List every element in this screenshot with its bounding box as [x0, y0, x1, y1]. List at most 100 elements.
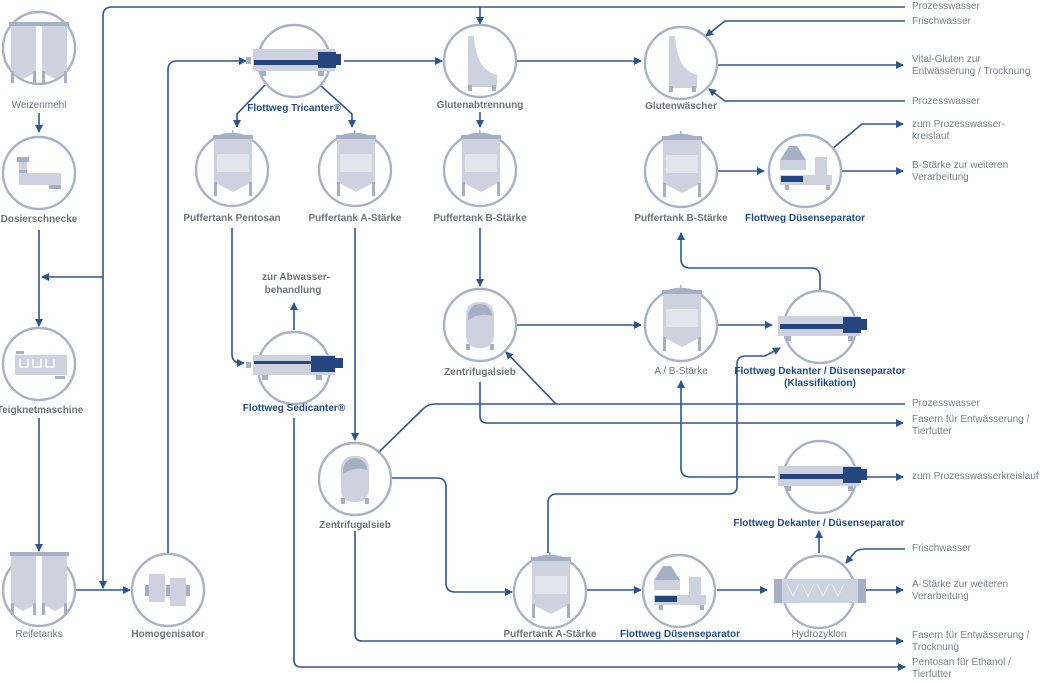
output-pentosan: Pentosan für Ethanol /Tierfutter: [912, 657, 1011, 680]
flow-a-staerke2-dekanter-klass: [547, 347, 781, 553]
node-puffertank-a-staerke-1[interactable]: [317, 130, 393, 208]
buffer-tank-icon: [461, 130, 501, 196]
label-reifetanks: Reifetanks: [15, 629, 63, 640]
label-dosierschnecke: Dosierschnecke: [0, 214, 78, 225]
centrifugal-sieve-icon: [341, 456, 369, 504]
label-puffertank-pentosan: Puffertank Pentosan: [183, 213, 281, 224]
nozzle-separator-icon: [654, 566, 706, 610]
hydrocyclone-icon: [774, 579, 866, 603]
label-puffertank-b-staerke-1: Puffertank B-Stärke: [433, 213, 527, 224]
node-duesenseparator-2[interactable]: [641, 553, 717, 629]
flow-duesenseparator1-kreislauf: [831, 120, 904, 150]
label-hydrozyklon: Hydrozyklon: [791, 629, 847, 640]
node-reifetanks[interactable]: [1, 552, 77, 628]
flow-dekanter2-ab-staerke: [677, 380, 775, 478]
output-prozesswasser-2: Prozesswasser: [912, 96, 980, 107]
label-puffertank-b-staerke-2: Puffertank B-Stärke: [634, 213, 728, 224]
node-ab-staerke[interactable]: [643, 285, 719, 363]
flow-homogenisator-tricanter: [167, 57, 247, 554]
label-zentrifugalsieb-2: Zentrifugalsieb: [319, 520, 391, 531]
buffer-tank-icon: [531, 552, 571, 618]
label-weizenmehl: Weizenmehl: [11, 100, 67, 111]
flow-prozesswasser-zentrifugalsieb: [378, 403, 905, 453]
screw-feeder-icon: [17, 157, 61, 189]
node-puffertank-pentosan[interactable]: [194, 130, 270, 208]
buffer-tank-icon: [336, 130, 376, 196]
flow-prozesswasser-glutenwaescher: [708, 88, 905, 102]
label-glutenabtrennung: Glutenabtrennung: [436, 100, 524, 111]
node-dekanter-klassifikation[interactable]: [778, 289, 867, 365]
flow-sedicanter-pentosan-out: [293, 418, 906, 671]
label-abwasser-2: behandlung: [264, 285, 322, 296]
kneader-icon: [15, 351, 67, 379]
maturing-tanks-icon: [10, 552, 69, 615]
label-homogenisator: Homogenisator: [131, 629, 205, 640]
node-dekanter-2[interactable]: [778, 439, 867, 515]
label-puffertank-a-staerke-2: Puffertank A-Stärke: [503, 629, 597, 640]
label-teigknetmaschine: Teigknetmaschine: [0, 405, 84, 416]
output-prozesswasser-kreislauf-2: zum Prozesswasserkreislauf: [912, 471, 1039, 482]
flow-prozesswasser-to-sieb1: [505, 351, 557, 405]
label-abwasser-1: zur Abwasser-: [262, 272, 330, 283]
buffer-tank-icon: [213, 130, 253, 196]
flow-lines: [35, 6, 906, 671]
flow-sieb1-fasern-tierfutter: [479, 382, 904, 427]
flow-sieb2-a-staerke2: [392, 477, 513, 596]
gluten-separator-icon: [468, 36, 497, 91]
node-zentrifugalsieb-1[interactable]: [442, 287, 518, 363]
flow-dekanter-b-staerke2: [677, 232, 821, 291]
centrifugal-sieve-icon: [466, 302, 494, 350]
label-puffertank-a-staerke-1: Puffertank A-Stärke: [308, 213, 402, 224]
node-hydrozyklon[interactable]: [774, 554, 866, 630]
output-prozesswasser-1: Prozesswasser: [912, 1, 980, 12]
label-duesenseparator-1: Flottweg Düsenseparator: [744, 213, 866, 224]
sedicanter-icon: [246, 355, 343, 380]
output-frischwasser-2: Frischwasser: [912, 543, 971, 554]
buffer-tank-icon: [662, 285, 702, 351]
node-weizenmehl[interactable]: [1, 10, 77, 86]
flow-frischwasser-glutenwaescher: [705, 20, 905, 37]
label-duesenseparator-2: Flottweg Düsenseparator: [619, 629, 741, 640]
node-puffertank-b-staerke-2[interactable]: [643, 131, 719, 209]
homogenizer-icon: [145, 574, 190, 606]
node-zentrifugalsieb-2[interactable]: [317, 441, 393, 517]
node-duesenseparator-1[interactable]: [767, 133, 843, 209]
gluten-washer-icon: [669, 36, 697, 92]
output-fasern-tierfutter: Fasern für Entwässerung /Tierfutter: [912, 414, 1030, 437]
flow-tricanter-pentosan: [233, 84, 266, 128]
node-tricanter[interactable]: [246, 23, 341, 99]
node-homogenisator[interactable]: [130, 552, 206, 628]
flow-prozesswasser-top: [99, 6, 905, 589]
label-zentrifugalsieb-1: Zentrifugalsieb: [444, 367, 516, 378]
decanter-icon: [778, 316, 867, 341]
decanter-icon: [246, 49, 341, 76]
node-sedicanter[interactable]: [246, 330, 343, 406]
label-dekanter-2: Flottweg Dekanter / Düsenseparator: [733, 518, 905, 529]
label-klassifikation: (Klassifikation): [784, 378, 856, 389]
output-prozesswasser-kreislauf-1: zum Prozesswasser-kreislauf: [912, 119, 1005, 142]
label-dekanter-klassifikation: Flottweg Dekanter / Düsenseparator: [734, 366, 906, 377]
label-tricanter: Flottweg Tricanter®: [247, 103, 341, 114]
flow-pentosan-sedicanter: [231, 228, 245, 367]
flow-sieb2-fasern-trocknung: [354, 531, 904, 645]
output-prozesswasser-3: Prozesswasser: [912, 398, 980, 409]
label-ab-staerke: A / B-Stärke: [654, 366, 708, 377]
label-glutenwaescher: Glutenwäscher: [645, 101, 717, 112]
decanter-icon: [778, 466, 867, 491]
node-glutenwaescher[interactable]: [643, 25, 719, 101]
label-sedicanter: Flottweg Sedicanter®: [242, 403, 346, 414]
output-frischwasser-1: Frischwasser: [912, 16, 971, 27]
flow-tricanter-a-staerke: [319, 84, 356, 128]
nozzle-separator-icon: [780, 146, 832, 190]
node-teigknetmaschine[interactable]: [1, 326, 77, 402]
node-puffertank-a-staerke-2[interactable]: [512, 552, 588, 630]
silo-icon: [9, 22, 69, 83]
node-glutenabtrennung[interactable]: [442, 23, 518, 99]
node-puffertank-b-staerke-1[interactable]: [442, 130, 518, 208]
output-fasern-trocknung: Fasern für Entwässerung /Trocknung: [912, 630, 1030, 653]
node-dosierschnecke[interactable]: [1, 135, 77, 211]
